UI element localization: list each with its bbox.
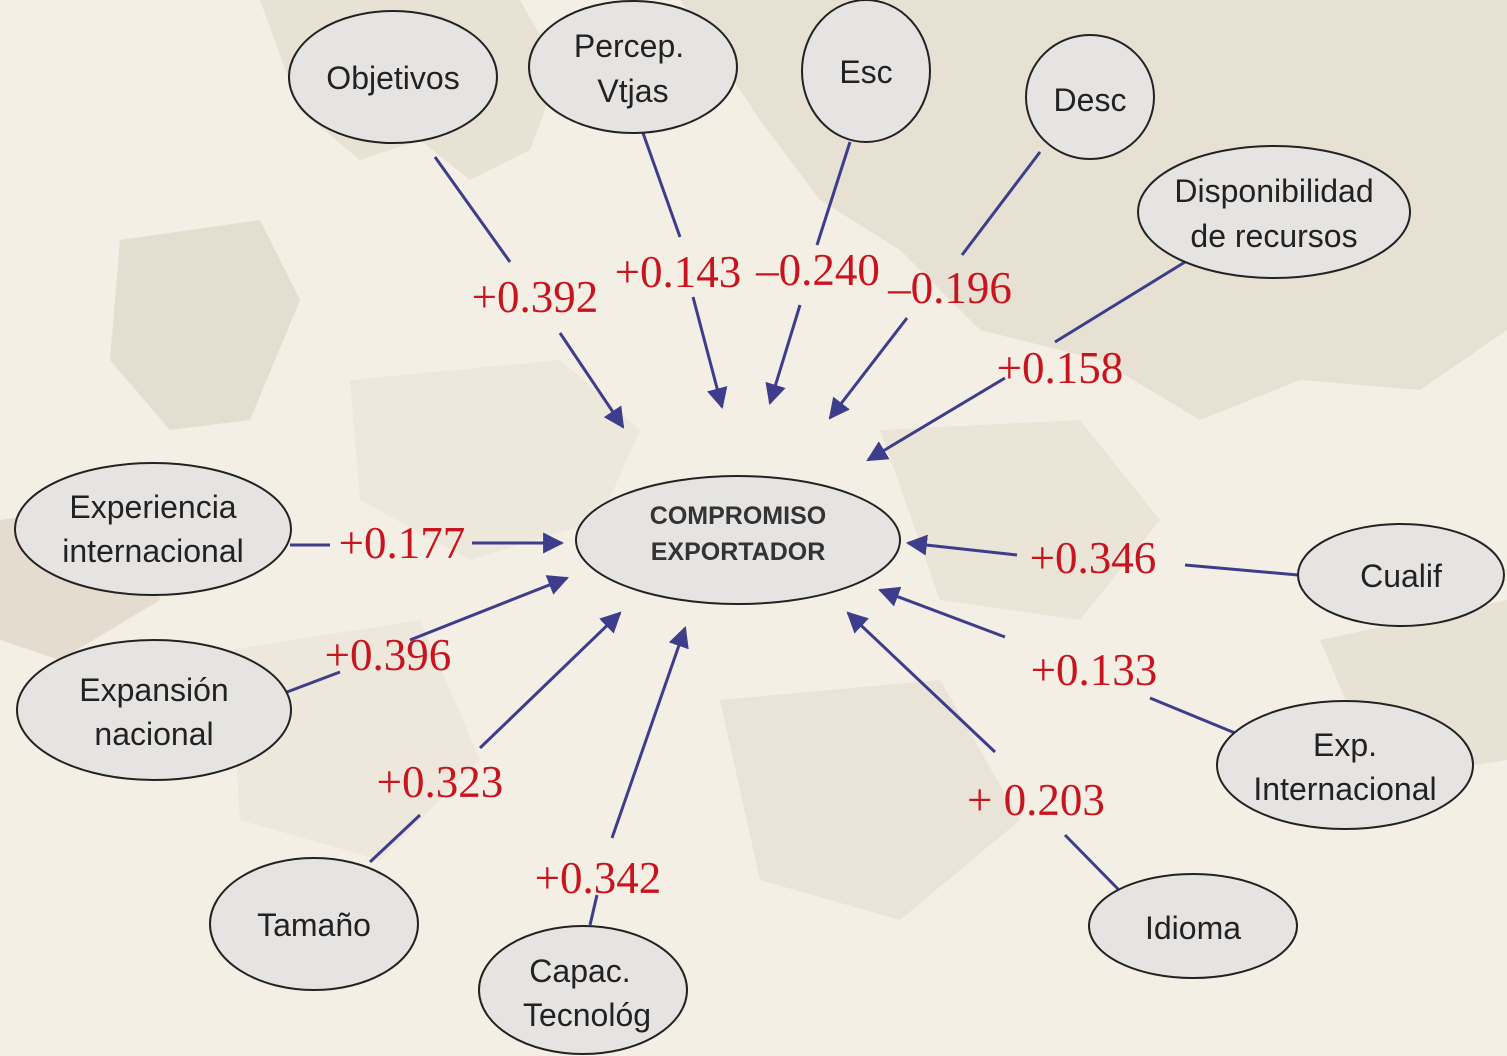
node-expansion-nacional-label-line-2: nacional [94, 716, 213, 752]
node-cualif: Cualif [1297, 523, 1505, 627]
edge-cualif [905, 534, 1299, 577]
coef-expansion-nacional: +0.396 [325, 630, 452, 680]
coef-objetivos: +0.392 [472, 272, 599, 322]
node-esc: Esc [801, 0, 931, 143]
node-exp-internacional: Exp. Internacional [1216, 700, 1474, 830]
node-tamano-label: Tamaño [257, 907, 371, 943]
node-experiencia-internacional-label-line-1: Experiencia [69, 489, 236, 525]
edge-esc [765, 141, 852, 406]
edge-percep-vtjas [641, 132, 728, 410]
node-esc-label: Esc [839, 54, 892, 90]
coef-experiencia-internacional: +0.177 [339, 518, 466, 568]
node-idioma: Idioma [1088, 873, 1298, 979]
node-expansion-nacional: Expansión nacional [16, 639, 292, 781]
node-percep-vtjas-label-line-1: Percep. [574, 28, 684, 64]
node-disponibilidad-recursos-label-line-2: de recursos [1190, 218, 1357, 254]
edge-capac-tecnolog [588, 626, 689, 926]
node-experiencia-internacional-label-line-2: internacional [62, 533, 243, 569]
coef-tamano: +0.323 [377, 757, 504, 807]
node-disponibilidad-recursos: Disponibilidad de recursos [1137, 145, 1411, 279]
edge-experiencia-internacional [290, 532, 565, 554]
center-label-line-2: EXPORTADOR [651, 538, 826, 566]
edge-expansion-nacional [286, 575, 569, 694]
node-exp-internacional-label-line-2: Internacional [1253, 771, 1436, 807]
node-experiencia-internacional: Experiencia internacional [14, 462, 292, 596]
center-label-line-1: COMPROMISO [650, 502, 826, 530]
node-desc-label: Desc [1054, 82, 1127, 118]
coef-percep-vtjas: +0.143 [615, 247, 742, 297]
center-node-compromiso-exportador: COMPROMISO EXPORTADOR [575, 475, 901, 605]
node-desc: Desc [1025, 34, 1155, 160]
node-percep-vtjas-label-line-2: Vtjas [597, 73, 668, 109]
edge-idioma [846, 611, 1120, 891]
node-idioma-label: Idioma [1145, 910, 1241, 946]
node-cualif-label: Cualif [1360, 558, 1442, 594]
coef-capac-tecnolog: +0.342 [535, 853, 662, 903]
coef-disponibilidad-recursos: +0.158 [997, 343, 1124, 393]
node-disponibilidad-recursos-label-line-1: Disponibilidad [1174, 173, 1373, 209]
coef-esc: –0.240 [755, 245, 880, 295]
node-tamano: Tamaño [209, 857, 419, 991]
coef-exp-internacional: +0.133 [1031, 645, 1158, 695]
node-exp-internacional-label-line-1: Exp. [1313, 727, 1377, 763]
coef-idioma: + 0.203 [967, 775, 1105, 825]
node-objetivos-label: Objetivos [326, 60, 459, 96]
node-capac-tecnolog: Capac. Tecnológ [478, 925, 688, 1055]
node-objetivos: Objetivos [288, 10, 498, 144]
edge-tamano [368, 611, 622, 864]
node-capac-tecnolog-label-line-2: Tecnológ [523, 997, 651, 1033]
edge-exp-internacional [878, 586, 1236, 735]
edge-objetivos [433, 156, 625, 429]
node-capac-tecnolog-label-line-1: Capac. [529, 953, 630, 989]
coef-desc: –0.196 [887, 263, 1012, 313]
edge-desc [828, 151, 1042, 420]
node-percep-vtjas: Percep. Vtjas [528, 0, 738, 134]
edge-disponibilidad-recursos [866, 260, 1186, 462]
coef-cualif: +0.346 [1030, 533, 1157, 583]
node-expansion-nacional-label-line-1: Expansión [79, 672, 228, 708]
